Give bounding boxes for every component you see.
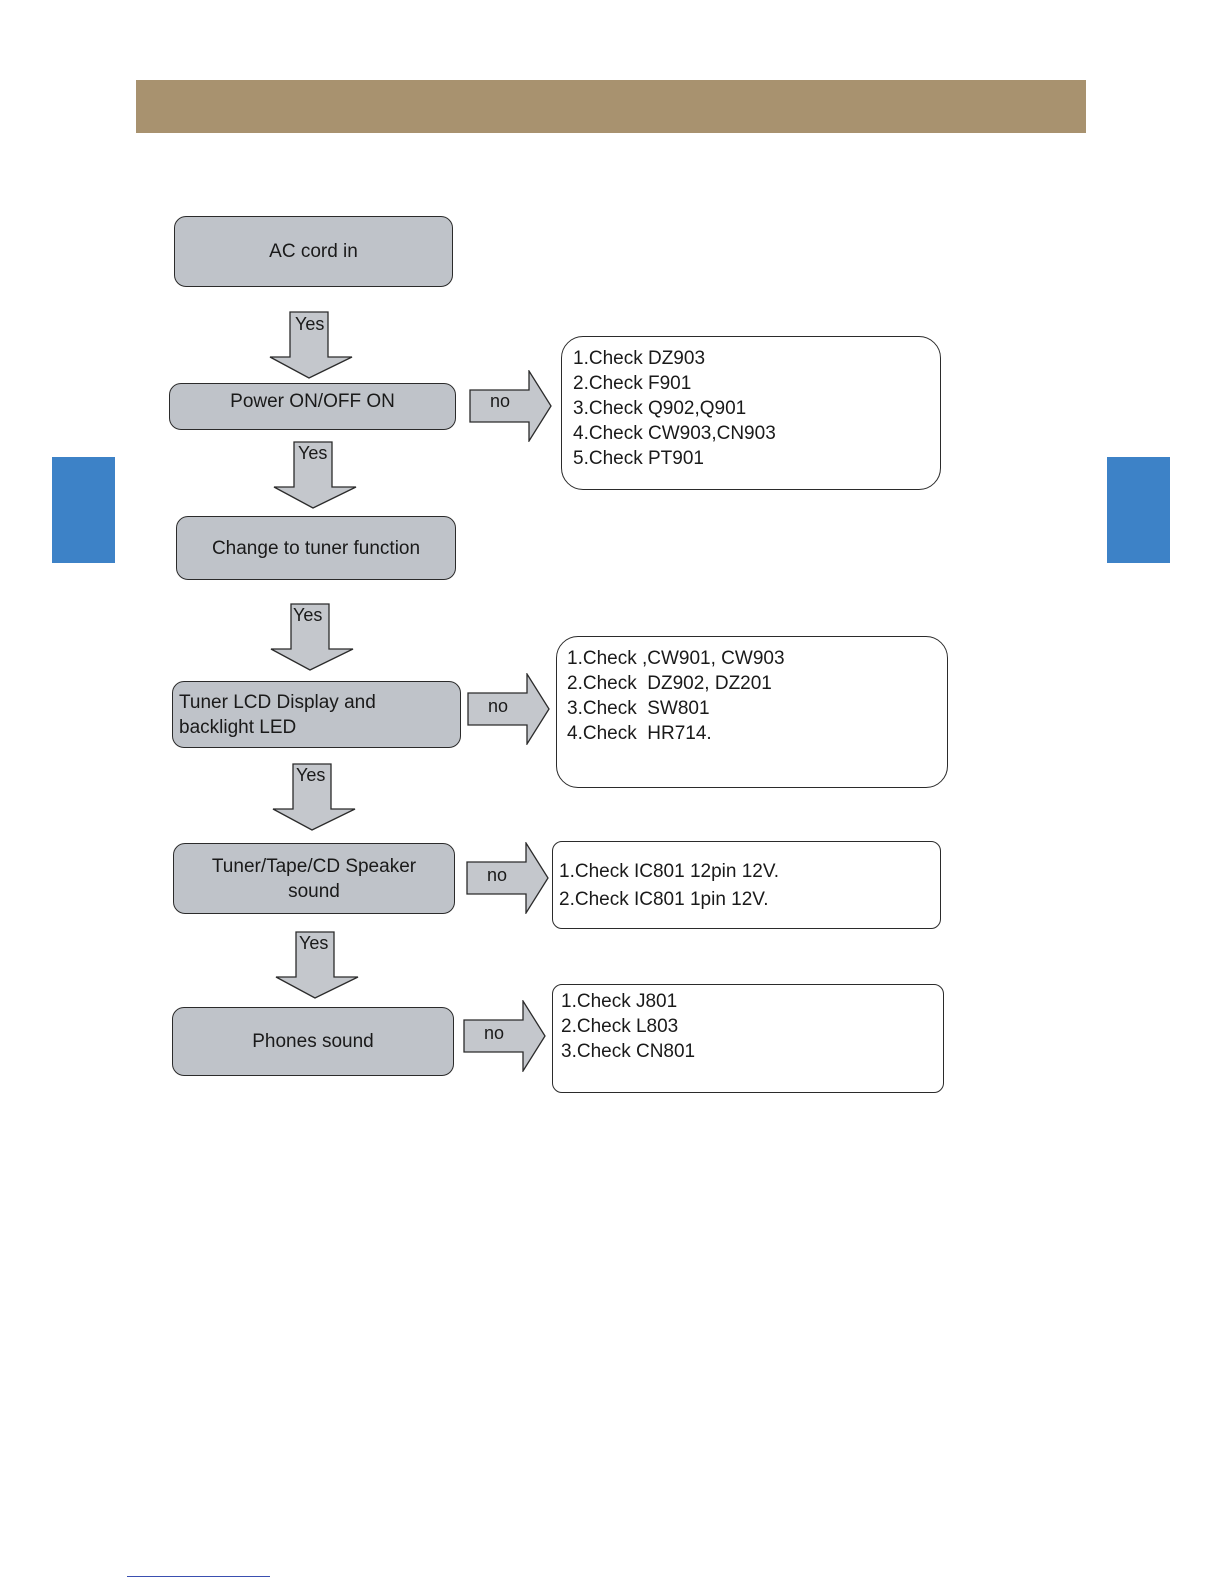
step-label: AC cord in (269, 241, 358, 262)
yes-label: Yes (296, 765, 326, 785)
check-item: 3.Check Q902,Q901 (573, 398, 747, 419)
no-arrow-right (466, 842, 549, 914)
no-arrow-right (467, 673, 550, 745)
yes-arrow-down (273, 441, 357, 509)
header-bar (136, 80, 1086, 133)
check-item: 5.Check PT901 (573, 448, 704, 469)
step-label: Change to tuner function (211, 537, 421, 559)
check-item: 1.Check J801 (561, 991, 678, 1012)
check-item: 1.Check DZ903 (573, 348, 706, 369)
speaker-checks-note: 1.Check IC801 12pin 12V. 2.Check IC801 1… (552, 841, 941, 929)
check-item: 4.Check HR714. (567, 723, 712, 744)
check-item: 1.Check ,CW901, CW903 (567, 648, 785, 669)
check-item: 1.Check IC801 12pin 12V. (559, 861, 780, 882)
check-item: 2.Check DZ902, DZ201 (567, 673, 772, 694)
no-label: no (484, 1023, 505, 1043)
check-item: 2.Check IC801 1pin 12V. (559, 889, 769, 910)
left-side-tab (52, 457, 115, 563)
yes-label: Yes (295, 314, 325, 334)
phones-checks-note: 1.Check J801 2.Check L803 3.Check CN801 (552, 984, 944, 1093)
no-label: no (490, 391, 511, 411)
bottom-rule (127, 1576, 270, 1577)
lcd-checks-note: 1.Check ,CW901, CW903 2.Check DZ902, DZ2… (556, 636, 948, 788)
step-label: Power ON/OFF ON (230, 391, 395, 412)
step-ac-cord-in: AC cord in (174, 216, 453, 287)
yes-label: Yes (293, 605, 323, 625)
step-phones-sound: Phones sound (172, 1007, 454, 1076)
check-item: 4.Check CW903,CN903 (573, 423, 776, 444)
check-item: 2.Check F901 (573, 373, 692, 394)
yes-arrow-down (272, 763, 356, 831)
yes-label: Yes (298, 443, 328, 463)
step-label: Tuner LCD Display and backlight LED (179, 691, 376, 738)
no-arrow-right (469, 370, 552, 442)
step-label: Tuner/Tape/CD Speaker sound (211, 855, 417, 902)
yes-arrow-down (270, 603, 354, 671)
check-item: 3.Check CN801 (561, 1041, 696, 1062)
yes-arrow-down (269, 311, 353, 379)
no-label: no (487, 865, 508, 885)
no-label: no (488, 696, 509, 716)
step-speaker-sound: Tuner/Tape/CD Speaker sound (173, 843, 455, 914)
step-power-on: Power ON/OFF ON (169, 383, 456, 430)
right-side-tab (1107, 457, 1170, 563)
check-item: 3.Check SW801 (567, 698, 710, 719)
no-arrow-right (463, 1000, 546, 1072)
step-lcd-backlight: Tuner LCD Display and backlight LED (172, 681, 461, 748)
step-label: Phones sound (252, 1031, 374, 1052)
yes-arrow-down (275, 931, 359, 999)
yes-label: Yes (299, 933, 329, 953)
step-tuner-function: Change to tuner function (176, 516, 456, 580)
power-checks-note: 1.Check DZ903 2.Check F901 3.Check Q902,… (561, 336, 941, 490)
check-item: 2.Check L803 (561, 1016, 679, 1037)
